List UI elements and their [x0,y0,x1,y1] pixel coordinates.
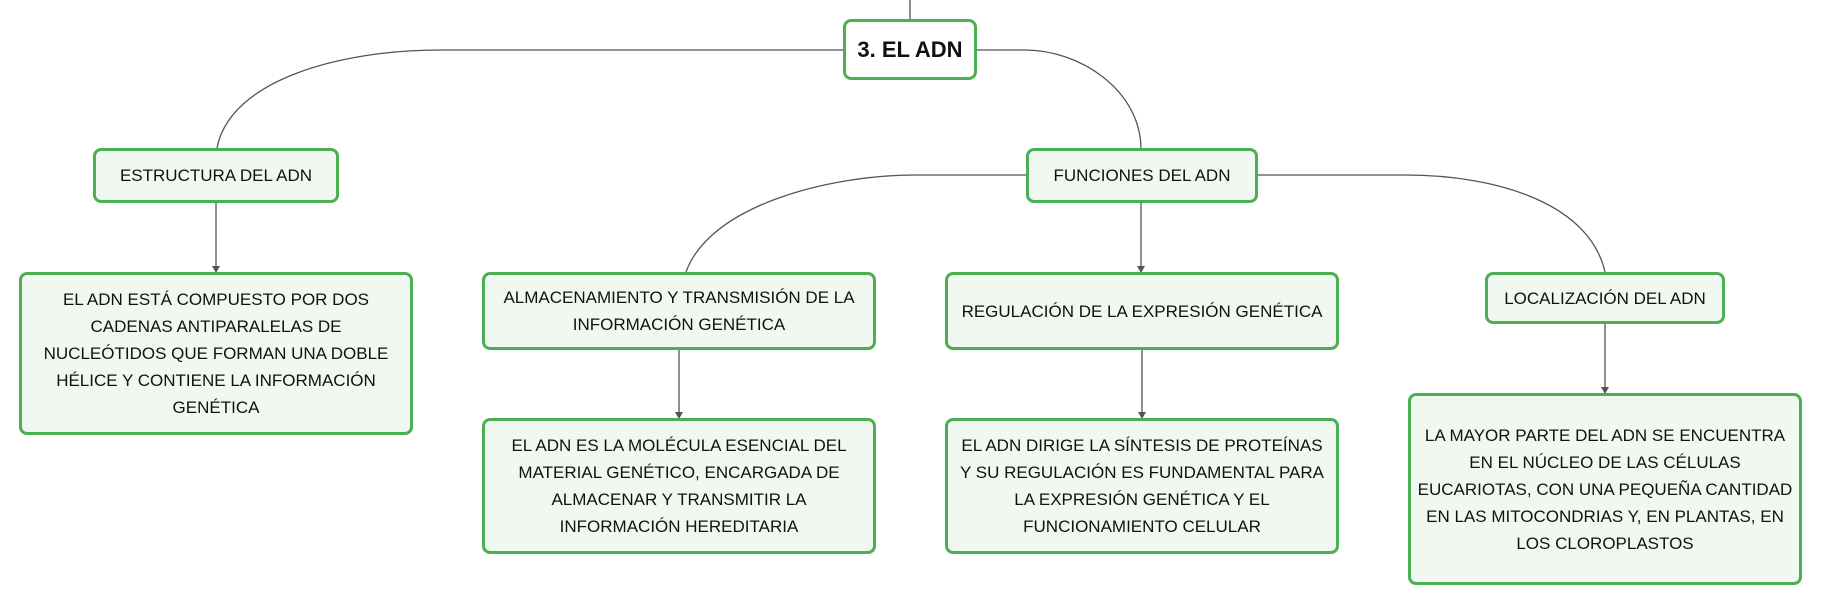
connector-functions-storage [685,174,1026,273]
root-topic-node[interactable]: 3. EL ADN [843,19,977,80]
location-detail-node[interactable]: LA MAYOR PARTE DEL ADN SE ENCUENTRA EN E… [1408,393,1802,585]
storage-detail-node[interactable]: EL ADN ES LA MOLÉCULA ESENCIAL DEL MATER… [482,418,876,554]
arrowhead-structure-detail [212,266,220,273]
regulation-detail-node[interactable]: EL ADN DIRIGE LA SÍNTESIS DE PROTEÍNAS Y… [945,418,1339,554]
arrowhead-regulation-detail [1138,412,1146,419]
regulation-node[interactable]: REGULACIÓN DE LA EXPRESIÓN GENÉTICA [945,272,1339,350]
arrowhead-regulation [1137,266,1145,273]
connector-functions-location [1258,174,1606,273]
structure-node[interactable]: ESTRUCTURA DEL ADN [93,148,339,203]
storage-node[interactable]: ALMACENAMIENTO Y TRANSMISIÓN DE LA INFOR… [482,272,876,350]
structure-detail-node[interactable]: EL ADN ESTÁ COMPUESTO POR DOS CADENAS AN… [19,272,413,435]
connector-root-functions [977,49,1142,149]
arrowhead-location-detail [1601,387,1609,394]
functions-node[interactable]: FUNCIONES DEL ADN [1026,148,1258,203]
location-node[interactable]: LOCALIZACIÓN DEL ADN [1485,272,1725,324]
connector-root-structure [216,49,843,149]
arrowhead-storage-detail [675,412,683,419]
